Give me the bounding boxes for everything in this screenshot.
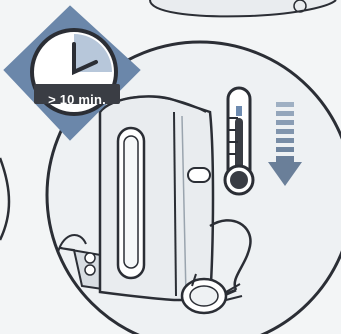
- top-panel-circle: [149, 0, 337, 18]
- thermometer-icon: [223, 86, 255, 196]
- cooling-arrow-icon: [268, 102, 302, 186]
- time-badge: [3, 5, 141, 141]
- power-plug-icon: [180, 219, 252, 315]
- left-panel-edge: [0, 157, 11, 241]
- badge-label-bg: [34, 84, 120, 104]
- toaster-icon: [57, 95, 215, 302]
